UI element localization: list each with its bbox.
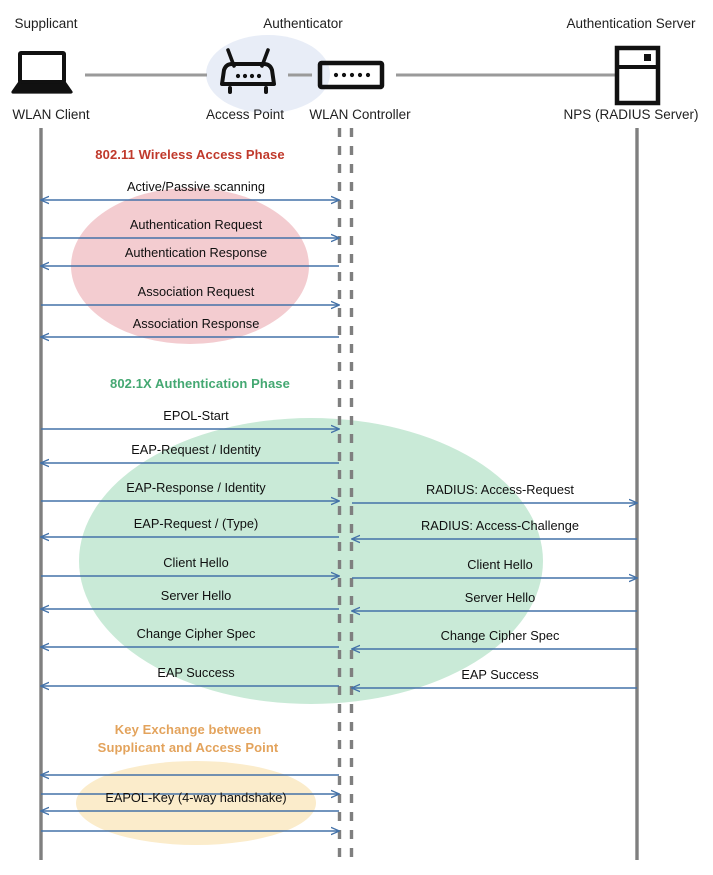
msg-eap-response-identity-label: EAP-Response / Identity <box>126 480 266 495</box>
msg-change-cipher-spec-left-label: Change Cipher Spec <box>136 626 256 641</box>
msg-eap-success-right-label: EAP Success <box>461 667 539 682</box>
msg-server-hello-right-label: Server Hello <box>464 590 536 605</box>
msg-server-hello-left-label: Server Hello <box>160 588 232 603</box>
msg-association-request-label: Association Request <box>137 284 255 299</box>
network-switch-icon <box>317 60 385 90</box>
phase-title-key-exchange-line2: Supplicant and Access Point <box>97 739 279 755</box>
msg-eapol-key-3-label: EAPOL-Key (4-way handshake) <box>105 790 287 805</box>
authenticator-halo <box>206 35 330 113</box>
role-label-authenticator: Authenticator <box>263 16 343 31</box>
msg-active-passive-scanning-label: Active/Passive scanning <box>127 179 265 194</box>
phase-title-80211: 802.11 Wireless Access Phase <box>95 147 285 162</box>
msg-authentication-request-label: Authentication Request <box>129 217 263 232</box>
phase-title-key-exchange-line1: Key Exchange between <box>114 722 262 737</box>
msg-authentication-response-label: Authentication Response <box>124 245 268 260</box>
node-caption-access-point: Access Point <box>205 107 285 122</box>
msg-radius-access-challenge-label: RADIUS: Access-Challenge <box>421 518 579 533</box>
phase-title-key-exchange: Key Exchange between Supplicant and Acce… <box>38 721 338 756</box>
phase-8021x-ellipse <box>79 418 543 704</box>
laptop-icon <box>11 51 73 94</box>
node-caption-wlan-controller: WLAN Controller <box>309 107 411 122</box>
msg-client-hello-left-label: Client Hello <box>163 555 229 570</box>
msg-eap-request-type-label: EAP-Request / (Type) <box>133 516 259 531</box>
msg-eapol-start-label: EPOL-Start <box>163 408 229 423</box>
phase-key-exchange-ellipse <box>76 761 316 845</box>
node-caption-nps-server: NPS (RADIUS Server) <box>563 107 699 122</box>
msg-change-cipher-spec-right-label: Change Cipher Spec <box>440 628 560 643</box>
msg-eap-success-left-label: EAP Success <box>157 665 235 680</box>
message-arrow-layer <box>41 200 637 831</box>
phase-title-8021x: 802.1X Authentication Phase <box>110 376 290 391</box>
server-tower-icon <box>614 45 661 106</box>
msg-radius-access-request-label: RADIUS: Access-Request <box>426 482 574 497</box>
msg-client-hello-right-label: Client Hello <box>467 557 533 572</box>
wireless-router-icon <box>220 48 276 94</box>
node-caption-wlan-client: WLAN Client <box>12 107 90 122</box>
msg-eap-request-identity-label: EAP-Request / Identity <box>131 442 261 457</box>
msg-association-response-label: Association Response <box>132 316 260 331</box>
role-label-supplicant: Supplicant <box>14 16 78 31</box>
role-label-authentication-server: Authentication Server <box>566 16 696 31</box>
